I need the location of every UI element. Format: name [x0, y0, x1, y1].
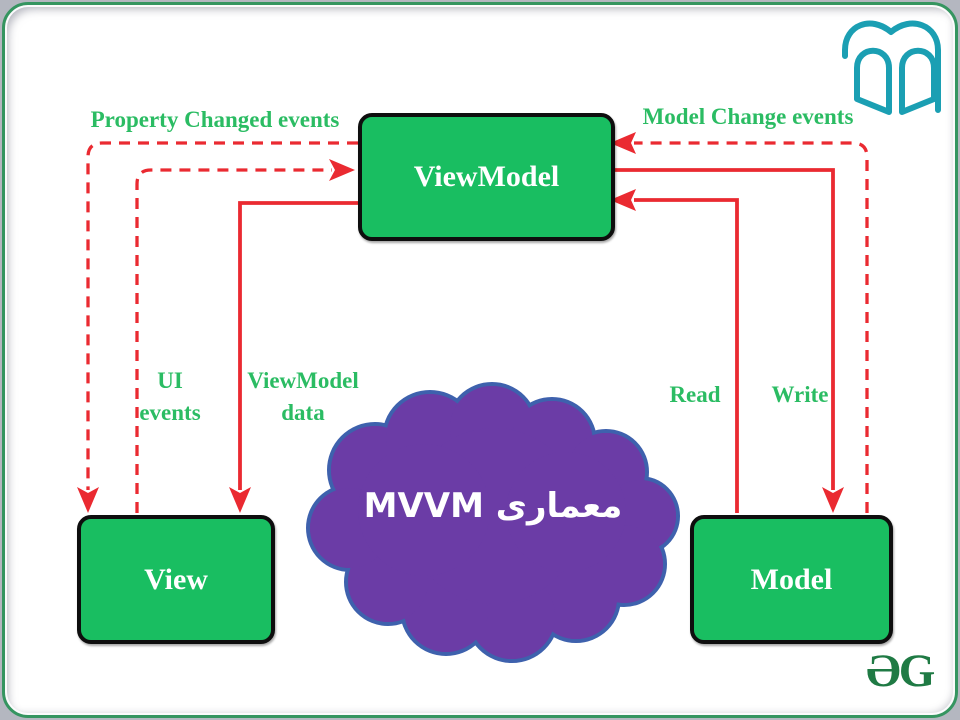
- label-ui-events: UI events: [110, 365, 230, 429]
- node-view: View: [77, 515, 275, 644]
- arrowhead-read: [610, 189, 636, 211]
- label-read: Read: [669, 382, 721, 407]
- arrowhead-property-changed: [77, 487, 99, 513]
- edge-ui-events-line: [135, 168, 332, 513]
- node-view-label: View: [144, 562, 208, 596]
- label-viewmodel-data-line2: data: [281, 400, 325, 425]
- label-viewmodel-data-line1: ViewModel: [247, 368, 359, 393]
- node-model-label: Model: [750, 562, 833, 596]
- label-property-changed-events: Property Changed events: [90, 107, 340, 132]
- edge-read-line: [634, 198, 739, 513]
- node-viewmodel: ViewModel: [358, 113, 615, 241]
- node-viewmodel-label: ViewModel: [413, 160, 560, 193]
- edge-property-changed-line: [86, 141, 358, 490]
- arrowhead-viewmodel-data: [229, 487, 251, 513]
- cloud-shape: [306, 382, 680, 663]
- node-model: Model: [690, 515, 893, 644]
- book-logo-icon: [842, 20, 941, 115]
- label-write: Write: [771, 382, 829, 407]
- label-ui-events-line1: UI: [157, 368, 183, 393]
- arrowhead-model-change: [610, 132, 636, 154]
- label-viewmodel-data: ViewModel data: [223, 365, 383, 429]
- label-ui-events-line2: events: [139, 400, 201, 425]
- arrowhead-write: [822, 487, 844, 513]
- gfg-monogram-logo: ƏG: [866, 645, 935, 697]
- edge-write-line: [607, 168, 835, 490]
- edge-model-change-line: [634, 141, 869, 513]
- arrowhead-ui-events: [329, 159, 355, 181]
- edge-viewmodel-data-line: [238, 201, 358, 490]
- cloud-caption: معماری MVVM: [363, 486, 623, 526]
- label-model-change-events: Model Change events: [642, 104, 854, 129]
